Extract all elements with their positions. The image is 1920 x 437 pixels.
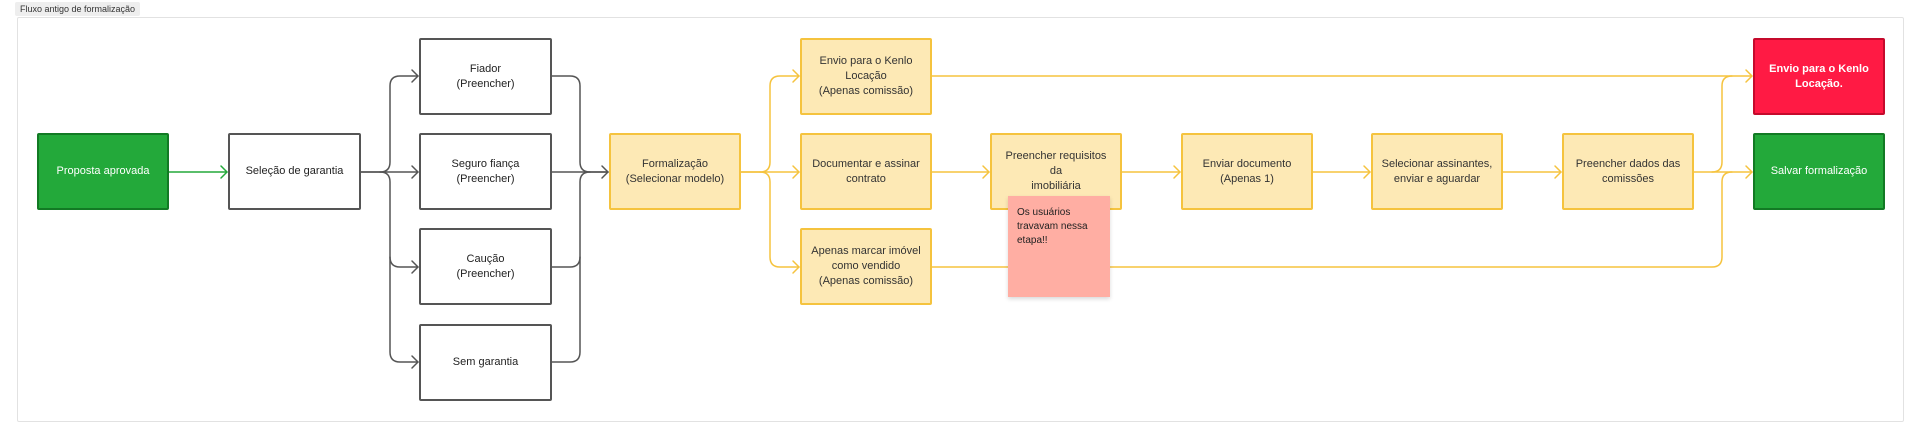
edge-selecao-fiador xyxy=(360,75,419,173)
node-fiador[interactable]: Fiador (Preencher) xyxy=(419,38,552,115)
node-seguro-fianca[interactable]: Seguro fiança (Preencher) xyxy=(419,133,552,210)
node-caucao[interactable]: Caução (Preencher) xyxy=(419,228,552,305)
diagram-frame xyxy=(17,17,1904,422)
node-enviar-documento[interactable]: Enviar documento (Apenas 1) xyxy=(1181,133,1313,210)
node-selecionar-assinantes[interactable]: Selecionar assinantes, enviar e aguardar xyxy=(1371,133,1503,210)
node-salvar-formalizacao[interactable]: Salvar formalização xyxy=(1753,133,1885,210)
node-envio-kenlo-locacao[interactable]: Envio para o Kenlo Locação. xyxy=(1753,38,1885,115)
frame-label: Fluxo antigo de formalização xyxy=(15,2,141,16)
edge-fiador-formalizacao xyxy=(551,75,609,173)
node-envio-kenlo-comissao[interactable]: Envio para o Kenlo Locação (Apenas comis… xyxy=(800,38,932,115)
node-formalizacao[interactable]: Formalização (Selecionar modelo) xyxy=(609,133,741,210)
arrowhead-envio-final xyxy=(1745,69,1753,83)
edge-sem-formalizacao xyxy=(551,256,581,363)
edge-selecao-sem xyxy=(389,256,419,363)
edge-merge-up xyxy=(1711,75,1733,173)
node-documentar-assinar[interactable]: Documentar e assinar contrato xyxy=(800,133,932,210)
edge-caucao-formalizacao xyxy=(551,171,591,268)
edge-formalizacao-marcar xyxy=(759,171,800,268)
arrowhead-formalizacao xyxy=(601,165,609,179)
sticky-note[interactable]: Os usuários travavam nessa etapa!! xyxy=(1008,196,1110,297)
edge-selecao-caucao xyxy=(379,171,419,268)
node-sem-garantia[interactable]: Sem garantia xyxy=(419,324,552,401)
edge-marcar-merge xyxy=(931,171,1733,268)
edge-formalizacao-envio xyxy=(740,75,800,173)
arrowhead-salvar xyxy=(1745,165,1753,179)
arrowhead-selecao xyxy=(220,165,228,179)
node-selecao-garantia[interactable]: Seleção de garantia xyxy=(228,133,361,210)
node-proposta-aprovada[interactable]: Proposta aprovada xyxy=(37,133,169,210)
node-marcar-vendido[interactable]: Apenas marcar imóvel como vendido (Apena… xyxy=(800,228,932,305)
node-preencher-comissoes[interactable]: Preencher dados das comissões xyxy=(1562,133,1694,210)
